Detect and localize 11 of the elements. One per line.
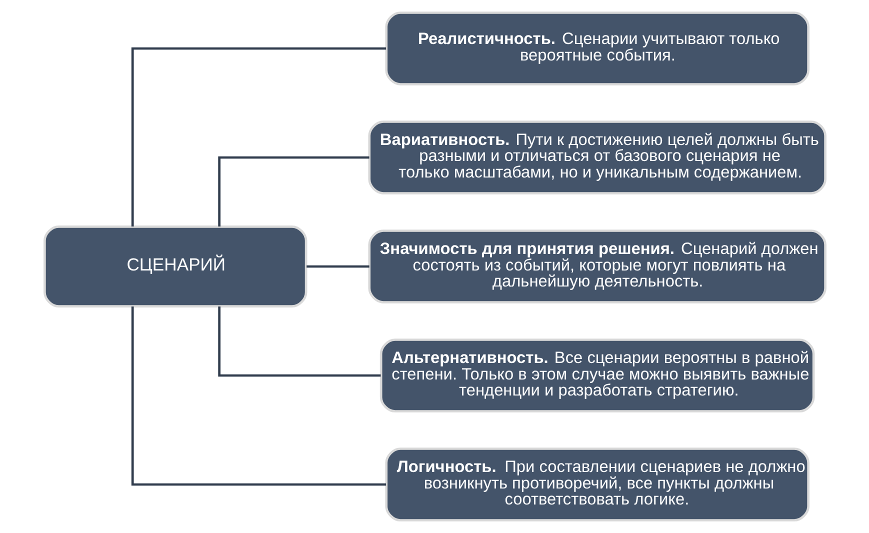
node-box: Логичность. При составлении сценариев не должно возникнуть противоречий, все пункты должны соответствовать логике. bbox=[384, 448, 809, 522]
node-box: СЦЕНАРИЙ bbox=[43, 225, 307, 308]
connector bbox=[218, 156, 369, 227]
connector bbox=[130, 47, 386, 226]
node-box: Альтернативность. Все сценарии вероятны в равной степени. Только в этом случае можно выявить важные тенденции и разработать стратегию. bbox=[379, 338, 814, 412]
node-box: Вариативность. Пути к достижению целей должны быть разными и отличаться от базового сценария не только масштабами, но и уникальным содержанием. bbox=[368, 120, 826, 194]
connector bbox=[130, 306, 386, 486]
connector bbox=[218, 306, 380, 377]
node-box: Значимость для принятия решения. Сценарий должен состоять из событий, которые могут повлиять на дальнейшую деятельность. bbox=[368, 230, 826, 304]
connector bbox=[306, 265, 369, 268]
node-box: Реалистичность. Сценарии учитывают только вероятные события. bbox=[384, 12, 809, 86]
